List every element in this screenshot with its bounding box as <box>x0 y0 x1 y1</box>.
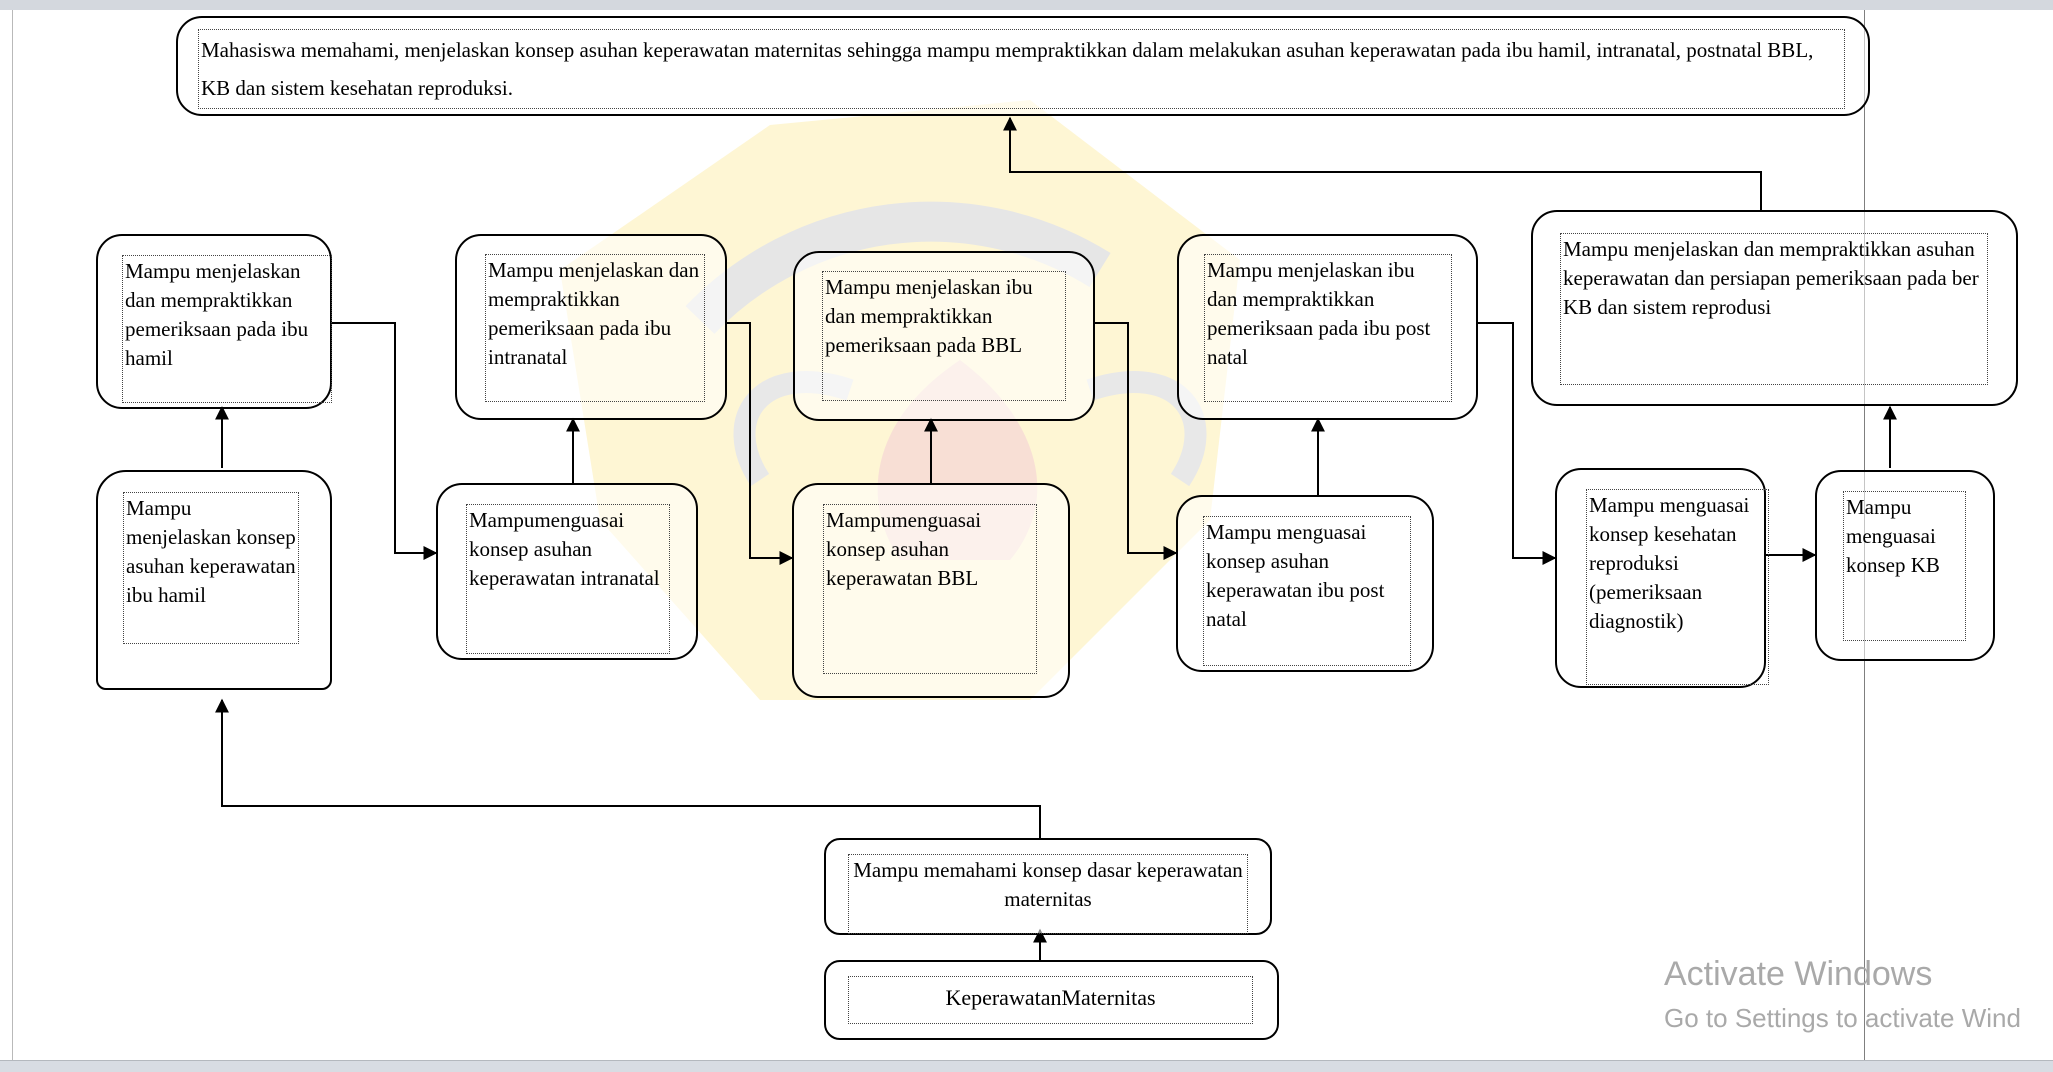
lower-box-ibu-hamil: Mampu menjelaskan konsep asuhan keperawa… <box>96 470 332 690</box>
lower-text-reproduksi: Mampu menguasai konsep kesehatan reprodu… <box>1586 489 1769 685</box>
status-bar <box>0 1060 2053 1072</box>
upper-text-ibu-hamil: Mampu menjelaskan dan mempraktikkan peme… <box>122 255 332 403</box>
upper-box-kb: Mampu menjelaskan dan mempraktikkan asuh… <box>1531 210 2018 406</box>
goal-text: Mahasiswa memahami, menjelaskan konsep a… <box>198 29 1845 109</box>
arrow-upper5-to-goal <box>1003 116 1762 210</box>
activation-watermark-subtitle: Go to Settings to activate Wind <box>1664 1003 2021 1033</box>
upper-text-kb: Mampu menjelaskan dan mempraktikkan asuh… <box>1560 233 1988 385</box>
page-margin-left <box>12 10 13 1060</box>
root-box: KeperawatanMaternitas <box>824 960 1279 1040</box>
lower-text-post-natal: Mampu menguasai konsep asuhan keperawata… <box>1203 516 1411 666</box>
basic-concept-text: Mampu memahami konsep dasar keperawatan … <box>848 854 1248 934</box>
lower-box-reproduksi: Mampu menguasai konsep kesehatan reprodu… <box>1555 468 1769 688</box>
arrow-upper1-to-lower2 <box>332 322 438 560</box>
lower-text-bbl: Mampumenguasai konsep asuhan keperawatan… <box>823 504 1037 674</box>
ruler-strip <box>0 0 2053 10</box>
upper-box-bbl: Mampu menjelaskan ibu dan mempraktikkan … <box>793 251 1095 421</box>
upper-text-bbl: Mampu menjelaskan ibu dan mempraktikkan … <box>822 271 1066 401</box>
root-text: KeperawatanMaternitas <box>848 976 1253 1024</box>
lower-box-post-natal: Mampu menguasai konsep asuhan keperawata… <box>1176 495 1434 672</box>
lower-box-intranatal: Mampumenguasai konsep asuhan keperawatan… <box>436 483 698 660</box>
lower-text-kb: Mampu menguasai konsep KB <box>1843 491 1966 641</box>
lower-text-ibu-hamil: Mampu menjelaskan konsep asuhan keperawa… <box>123 492 299 644</box>
upper-text-intranatal: Mampu menjelaskan dan mempraktikkan peme… <box>485 254 705 402</box>
basic-concept-box: Mampu memahami konsep dasar keperawatan … <box>824 838 1272 935</box>
activation-watermark-title: Activate Windows <box>1664 955 1933 993</box>
lower-text-intranatal: Mampumenguasai konsep asuhan keperawatan… <box>466 504 670 654</box>
upper-box-intranatal: Mampu menjelaskan dan mempraktikkan peme… <box>455 234 727 420</box>
goal-box: Mahasiswa memahami, menjelaskan konsep a… <box>176 16 1870 116</box>
arrow-upper2-to-lower3 <box>727 322 794 565</box>
lower-box-bbl: Mampumenguasai konsep asuhan keperawatan… <box>792 483 1070 698</box>
arrow-upper4-to-lower5 <box>1478 322 1557 565</box>
lower-box-kb: Mampu menguasai konsep KB <box>1815 470 1995 661</box>
upper-text-post-natal: Mampu menjelaskan ibu dan mempraktikkan … <box>1204 254 1452 402</box>
upper-box-ibu-hamil: Mampu menjelaskan dan mempraktikkan peme… <box>96 234 332 409</box>
arrow-basic-to-lower1 <box>215 698 1041 838</box>
upper-box-post-natal: Mampu menjelaskan ibu dan mempraktikkan … <box>1177 234 1478 420</box>
arrow-upper3-to-lower4 <box>1095 322 1178 560</box>
